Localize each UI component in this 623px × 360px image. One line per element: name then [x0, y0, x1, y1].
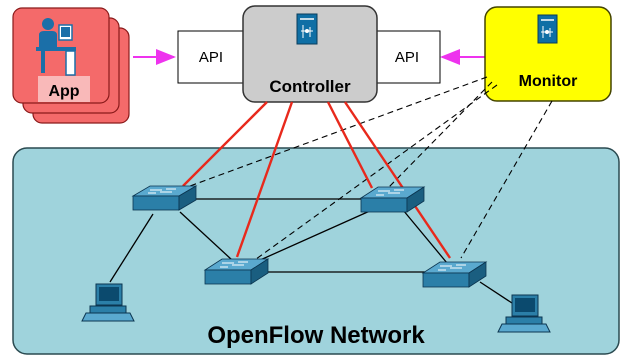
network-switch-icon	[421, 261, 488, 288]
switch-bottom-left	[203, 258, 270, 285]
host-right	[497, 294, 551, 333]
network-switch-icon	[359, 186, 426, 213]
monitor-label: Monitor	[519, 73, 578, 90]
network-switch-icon	[131, 185, 198, 211]
network-label: OpenFlow Network	[207, 322, 425, 349]
api-left-box: API	[177, 30, 245, 84]
controller-node: Controller	[242, 5, 378, 103]
control-links	[182, 101, 451, 259]
desktop-computer-icon	[81, 283, 135, 322]
monitor-server-icon	[537, 14, 558, 44]
user-at-computer-icon	[36, 18, 76, 76]
app-label: App	[48, 83, 79, 100]
switch-top-left	[131, 185, 198, 211]
monitor-node: Monitor	[484, 6, 612, 102]
app-node: App	[12, 7, 130, 124]
switch-top-right	[359, 186, 426, 213]
api-left-label: API	[199, 49, 223, 66]
host-left	[81, 283, 135, 322]
switch-bottom-right	[421, 261, 488, 288]
switch-links	[109, 198, 516, 306]
monitor-links	[189, 76, 553, 263]
desktop-computer-icon	[497, 294, 551, 333]
network-switch-icon	[203, 258, 270, 285]
api-right-box: API	[373, 30, 441, 84]
controller-label: Controller	[269, 77, 351, 96]
controller-server-icon	[296, 13, 318, 45]
app-label-background	[38, 76, 90, 102]
api-right-label: API	[395, 49, 419, 66]
